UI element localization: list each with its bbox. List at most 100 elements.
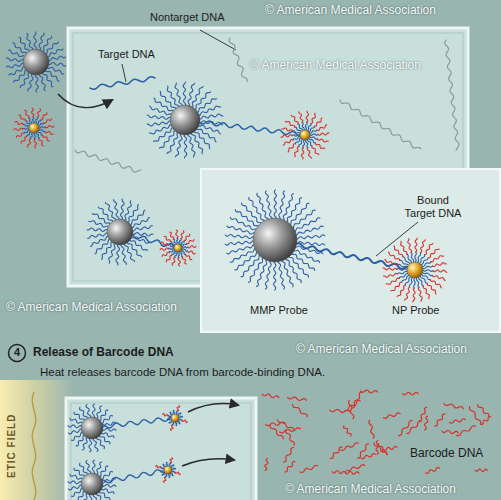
barcode-dna <box>266 422 284 425</box>
barcode-dna <box>384 273 398 277</box>
barcode-binding-dna <box>170 412 173 415</box>
capture-dna <box>132 233 153 236</box>
capture-dna <box>8 50 25 58</box>
capture-dna <box>235 210 259 228</box>
np-probe <box>163 406 188 431</box>
capture-dna <box>175 83 182 107</box>
barcode-dna <box>425 243 433 254</box>
capture-dna <box>194 130 210 149</box>
barcode-dna <box>187 251 195 254</box>
barcode-binding-dna <box>173 410 175 414</box>
barcode-dna <box>44 119 52 123</box>
capture-dna <box>159 130 176 148</box>
barcode-dna <box>182 420 187 423</box>
capture-dna <box>47 56 65 61</box>
barcode-dna <box>315 118 322 126</box>
nontarget-dna <box>229 38 247 82</box>
barcode-binding-dna <box>168 415 172 417</box>
barcode-dna <box>25 110 29 118</box>
capture-dna <box>47 66 64 74</box>
capture-dna <box>131 236 151 243</box>
barcode-dna <box>378 444 386 454</box>
capture-dna <box>101 472 113 480</box>
watermark: © American Medical Association <box>265 3 436 17</box>
barcode-dna <box>34 139 36 148</box>
barcode-binding-dna <box>306 140 308 148</box>
barcode-binding-dna <box>180 252 183 257</box>
barcode-dna <box>21 137 27 144</box>
capture-dna <box>102 484 116 487</box>
barcode-dna <box>295 147 299 157</box>
capture-dna <box>95 239 111 253</box>
barcode-dna <box>394 246 403 257</box>
barcode-dna <box>280 428 301 433</box>
barcode-dna <box>315 143 324 149</box>
barcode-binding-dna <box>177 238 179 244</box>
capture-dna <box>68 425 82 428</box>
barcode-dna <box>178 258 180 266</box>
barcode-dna <box>32 108 34 117</box>
barcode-dna <box>14 128 23 130</box>
step-title: Release of Barcode DNA <box>33 345 174 359</box>
barcode-binding-dna <box>399 274 408 279</box>
barcode-dna <box>427 283 436 294</box>
barcode-binding-dna <box>39 127 45 129</box>
magnetic-microparticle <box>170 105 200 135</box>
capture-dna <box>184 133 187 158</box>
capture-dna <box>89 221 109 228</box>
mmp-probe <box>68 460 116 500</box>
capture-dna <box>295 235 325 239</box>
nontarget-dna <box>445 40 459 150</box>
barcode-dna <box>383 413 400 419</box>
probe-label: MMP Probe <box>250 304 308 317</box>
barcode-dna <box>182 257 186 264</box>
flow-arrow <box>58 94 112 108</box>
barcode-binding-dna <box>182 249 188 251</box>
barcode-binding-dna <box>397 269 407 271</box>
barcode-dna <box>19 115 26 121</box>
barcode-binding-dna <box>182 247 188 249</box>
capture-dna <box>88 233 109 238</box>
barcode-dna <box>176 230 178 238</box>
barcode-binding-dna <box>305 122 307 130</box>
barcode-binding-dna <box>415 252 417 262</box>
capture-dna <box>121 244 126 265</box>
capture-dna <box>114 200 119 221</box>
capture-dna <box>225 234 255 238</box>
barcode-binding-dna <box>409 278 412 288</box>
capture-dna <box>109 243 116 263</box>
barcode-dna <box>408 239 412 253</box>
barcode-dna <box>186 254 192 259</box>
barcode-binding-dna <box>33 117 35 123</box>
gold-nanoparticle <box>174 244 182 252</box>
capture-dna <box>227 226 256 234</box>
barcode-binding-dna <box>172 468 176 470</box>
barcode-binding-dna <box>172 471 176 473</box>
barcode-dna <box>45 126 54 128</box>
barcode-dna <box>433 270 447 272</box>
field-label: ETIC FIELD <box>6 414 18 478</box>
mmp-probe <box>147 82 223 158</box>
barcode-binding-dna <box>34 133 36 139</box>
target-dna <box>92 470 168 486</box>
barcode-dna <box>177 406 180 411</box>
gold-nanoparticle <box>171 414 179 422</box>
gold-nanoparticle <box>164 466 172 474</box>
capture-dna <box>124 243 134 262</box>
barcode-dna <box>43 135 50 141</box>
step-caption: Heat releases barcode DNA from barcode-b… <box>40 366 325 380</box>
barcode-binding-dna <box>419 277 424 286</box>
barcode-dna <box>385 260 398 265</box>
barcode-binding-dna <box>169 245 175 247</box>
capture-dna <box>93 438 98 452</box>
capture-dna <box>90 236 109 246</box>
capture-dna <box>86 461 91 475</box>
capture-dna <box>198 121 222 125</box>
barcode-binding-dna <box>160 470 164 472</box>
test-tube-well <box>66 398 256 500</box>
capture-dna <box>6 58 24 62</box>
barcode-binding-dna <box>30 133 32 139</box>
capture-dna <box>291 252 315 270</box>
well-inner-rim <box>71 403 251 500</box>
capture-dna <box>124 201 131 221</box>
